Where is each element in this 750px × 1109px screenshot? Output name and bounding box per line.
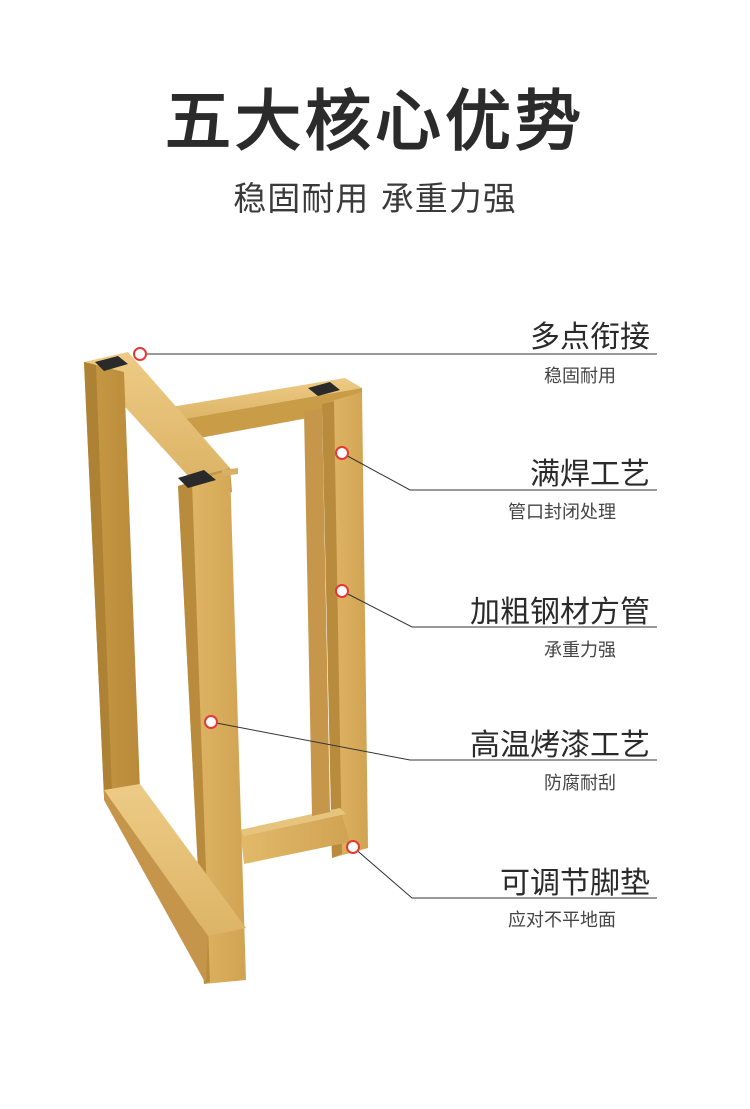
callout-marker-1 bbox=[133, 347, 147, 361]
mounting-pads bbox=[95, 356, 340, 488]
mounting-pad bbox=[95, 356, 128, 371]
feature-title-joints: 多点衔接 bbox=[530, 320, 650, 355]
feature-title-welding: 满焊工艺 bbox=[530, 457, 650, 492]
callout-line-2 bbox=[341, 452, 657, 491]
callout-marker-3 bbox=[335, 584, 349, 598]
feature-subtitle-paint: 防腐耐刮 bbox=[544, 773, 616, 794]
callout-line-4 bbox=[210, 721, 657, 761]
callout-marker-4 bbox=[204, 715, 218, 729]
feature-title-steel-tube: 加粗钢材方管 bbox=[470, 595, 650, 630]
feature-subtitle-joints: 稳固耐用 bbox=[544, 366, 616, 387]
feature-subtitle-steel-tube: 承重力强 bbox=[544, 640, 616, 661]
feature-subtitle-foot-pad: 应对不平地面 bbox=[508, 910, 616, 931]
feature-title-foot-pad: 可调节脚垫 bbox=[500, 866, 650, 901]
callout-line-5 bbox=[352, 846, 657, 899]
callout-marker-5 bbox=[346, 840, 360, 854]
page-title: 五大核心优势 bbox=[165, 83, 585, 160]
mounting-pad bbox=[178, 470, 216, 488]
feature-subtitle-welding: 管口封闭处理 bbox=[508, 502, 616, 523]
mounting-pad bbox=[308, 382, 340, 396]
callout-lines bbox=[140, 353, 657, 899]
callout-marker-2 bbox=[335, 446, 349, 460]
back-frame bbox=[165, 378, 368, 864]
front-frame bbox=[84, 352, 246, 984]
callout-markers bbox=[133, 347, 360, 854]
callout-line-3 bbox=[341, 590, 657, 628]
feature-title-paint: 高温烤漆工艺 bbox=[470, 728, 650, 763]
page-subtitle: 稳固耐用 承重力强 bbox=[233, 179, 517, 218]
